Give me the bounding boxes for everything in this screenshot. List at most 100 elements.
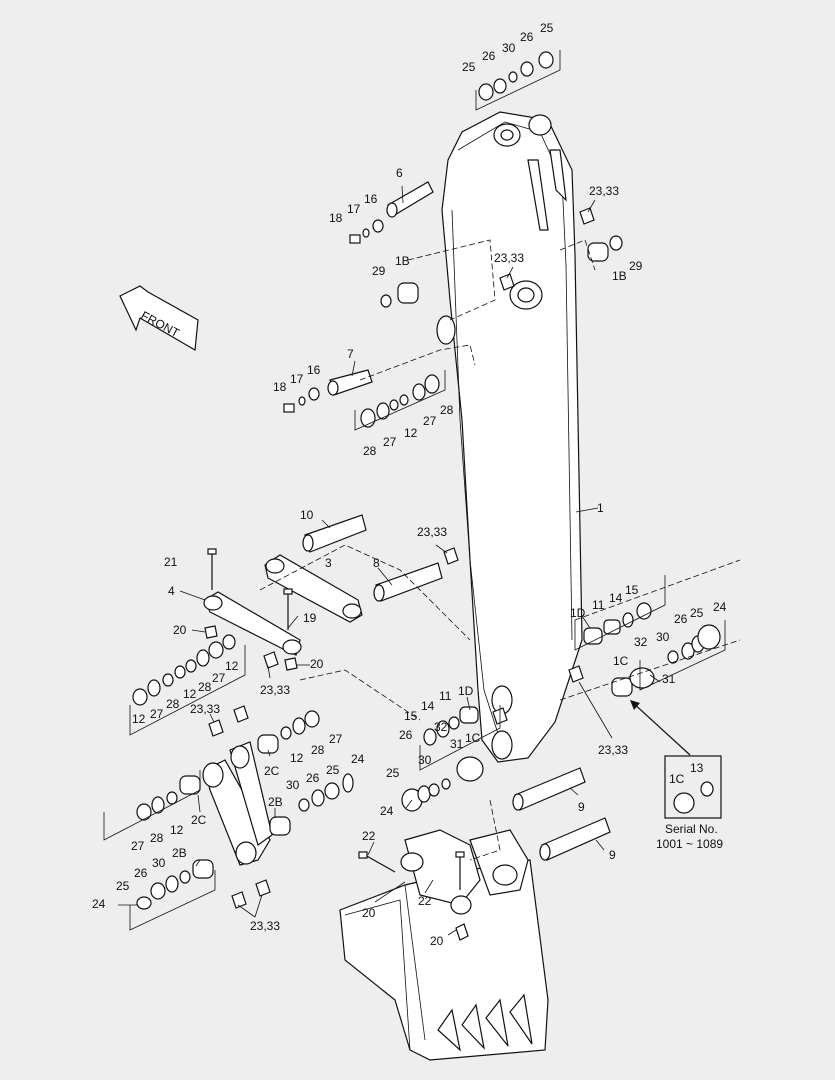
callout: 25 bbox=[690, 606, 704, 620]
callout: 8 bbox=[373, 556, 380, 570]
callout: 23,33 bbox=[417, 525, 447, 539]
link-4 bbox=[203, 591, 302, 656]
callout: 27 bbox=[131, 839, 145, 853]
callout: 4 bbox=[168, 584, 175, 598]
callout: 30 bbox=[152, 856, 166, 870]
callout: 27 bbox=[423, 414, 437, 428]
callout: 22 bbox=[362, 829, 376, 843]
callout: 24 bbox=[713, 600, 727, 614]
callout: 16 bbox=[307, 363, 321, 377]
washers-and-bushings bbox=[132, 51, 721, 910]
pin-8 bbox=[373, 562, 443, 602]
bolts bbox=[207, 234, 465, 890]
callout: 1B bbox=[395, 254, 410, 268]
callout: 29 bbox=[629, 259, 643, 273]
callout: 28 bbox=[440, 403, 454, 417]
serial-label: Serial No. bbox=[665, 822, 718, 836]
callout: 2C bbox=[264, 764, 280, 778]
callout: 28 bbox=[311, 743, 325, 757]
callout: 20 bbox=[362, 906, 376, 920]
callout: 2C bbox=[191, 813, 207, 827]
callout: 26 bbox=[306, 771, 320, 785]
callout: 25 bbox=[462, 60, 476, 74]
callout: 32 bbox=[634, 635, 648, 649]
callout: 22 bbox=[418, 894, 432, 908]
link-3 bbox=[264, 554, 363, 623]
callout: 3 bbox=[325, 556, 332, 570]
pin-10 bbox=[302, 514, 367, 553]
callout: 30 bbox=[286, 778, 300, 792]
callout: 23,33 bbox=[494, 251, 524, 265]
callout: 2B bbox=[172, 846, 187, 860]
callout: 14 bbox=[609, 591, 623, 605]
callout: 12 bbox=[132, 712, 146, 726]
arm-body bbox=[436, 111, 583, 763]
callout: 28 bbox=[166, 697, 180, 711]
leader-lines bbox=[118, 185, 661, 936]
pin-6 bbox=[386, 181, 434, 218]
callout: 17 bbox=[290, 372, 304, 386]
serial-range: 1001 ~ 1089 bbox=[656, 837, 723, 851]
callout: 29 bbox=[372, 264, 386, 278]
callout: 12 bbox=[183, 687, 197, 701]
callout: 12 bbox=[290, 751, 304, 765]
callout: 27 bbox=[150, 707, 164, 721]
callout: 31 bbox=[450, 737, 464, 751]
callout: 17 bbox=[347, 202, 361, 216]
callout: 23,33 bbox=[250, 919, 280, 933]
callout: 12 bbox=[404, 426, 418, 440]
callout: 1D bbox=[570, 606, 586, 620]
serial-arrow bbox=[630, 700, 691, 756]
callout: 18 bbox=[329, 211, 343, 225]
group-outlines bbox=[103, 50, 741, 931]
callout: 24 bbox=[92, 897, 106, 911]
callout: 23,33 bbox=[598, 743, 628, 757]
callout: 1D bbox=[458, 684, 474, 698]
bucket bbox=[339, 829, 549, 1061]
callout: 1C bbox=[465, 731, 481, 745]
callout: 19 bbox=[303, 611, 317, 625]
callout: 25 bbox=[326, 763, 340, 777]
callout: 31 bbox=[662, 672, 676, 686]
callout: 30 bbox=[502, 41, 516, 55]
callout: 18 bbox=[273, 380, 287, 394]
callout: 28 bbox=[198, 680, 212, 694]
callout: 16 bbox=[364, 192, 378, 206]
callout: 9 bbox=[578, 800, 585, 814]
callout: 14 bbox=[421, 699, 435, 713]
callout: 11 bbox=[439, 689, 452, 703]
callout: 10 bbox=[300, 508, 314, 522]
callout: 30 bbox=[418, 753, 432, 767]
callout: 27 bbox=[329, 732, 343, 746]
callout: 24 bbox=[380, 804, 394, 818]
callout: 1 bbox=[597, 501, 604, 515]
callout: 1C bbox=[613, 654, 629, 668]
callout: 9 bbox=[609, 848, 616, 862]
callout: 32 bbox=[434, 720, 448, 734]
callout: 2B bbox=[268, 795, 283, 809]
callout: 15 bbox=[625, 583, 639, 597]
callout: 30 bbox=[656, 630, 670, 644]
callout: 1B bbox=[612, 269, 627, 283]
callout: 20 bbox=[310, 657, 324, 671]
front-arrow: FRONT bbox=[119, 285, 199, 351]
callout: 15 bbox=[404, 709, 418, 723]
callout: 6 bbox=[396, 166, 403, 180]
link-2 bbox=[202, 741, 273, 866]
callout: 21 bbox=[164, 555, 178, 569]
callout: 20 bbox=[430, 934, 444, 948]
callout: 12 bbox=[225, 659, 239, 673]
callout: 26 bbox=[482, 49, 496, 63]
callout: 26 bbox=[520, 30, 534, 44]
callout: 24 bbox=[351, 752, 365, 766]
pin-9 bbox=[512, 767, 611, 861]
callout: 25 bbox=[386, 766, 400, 780]
callout: 28 bbox=[363, 444, 377, 458]
callout: 12 bbox=[170, 823, 184, 837]
callout: 26 bbox=[399, 728, 413, 742]
serial-callout-13: 13 bbox=[690, 761, 704, 775]
callout: 23,33 bbox=[589, 184, 619, 198]
callout: 25 bbox=[116, 879, 130, 893]
callout: 27 bbox=[212, 671, 226, 685]
